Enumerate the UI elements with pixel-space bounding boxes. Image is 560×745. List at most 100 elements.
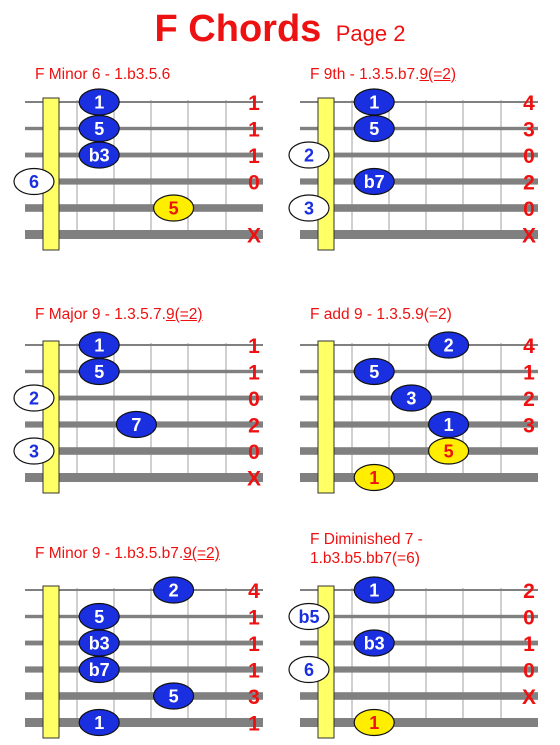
note-dot-label: 3 xyxy=(29,442,39,462)
finger-number: 4 xyxy=(248,580,260,603)
note-dot-shape xyxy=(153,576,195,604)
string-line xyxy=(25,101,263,103)
string-line xyxy=(300,614,538,619)
chord-name-line: F add 9 - 1.3.5.9(=2) xyxy=(310,305,452,324)
note-dot-label: 1 xyxy=(94,93,104,113)
string-line xyxy=(300,473,538,482)
note-dot: 6 xyxy=(288,655,330,684)
note-dot-shape xyxy=(13,167,55,196)
chord-name-line: F 9th - 1.3.5.b7.9(=2) xyxy=(310,65,456,84)
string-line xyxy=(300,178,538,185)
note-dot-label: b7 xyxy=(89,660,110,680)
note-dot: b7 xyxy=(353,167,395,196)
note-dot-shape xyxy=(428,331,470,359)
string-line xyxy=(300,718,538,727)
string-line xyxy=(25,718,263,727)
finger-number: 4 xyxy=(523,92,535,115)
string-line xyxy=(25,152,263,158)
finger-number: 1 xyxy=(248,607,260,630)
finger-number: 2 xyxy=(523,580,535,603)
chord-name-line: F Minor 6 - 1.b3.5.6 xyxy=(35,65,170,84)
note-dot-label: 2 xyxy=(304,146,314,166)
note-dot: 1 xyxy=(78,708,120,737)
note-dot-label: 5 xyxy=(169,687,179,707)
note-dot: 1 xyxy=(353,708,395,737)
note-dot: 3 xyxy=(390,384,432,412)
note-dot: 5 xyxy=(78,357,120,386)
note-dot: 5 xyxy=(353,357,395,386)
finger-number: 2 xyxy=(523,388,535,411)
note-dot-shape xyxy=(153,194,195,222)
string-line xyxy=(300,126,538,131)
chord-name-line: F Diminished 7 - xyxy=(310,530,423,549)
finger-number: 1 xyxy=(248,145,260,168)
finger-number: 0 xyxy=(248,172,260,195)
chord-name: F 9th - 1.3.5.b7.9(=2) xyxy=(310,65,456,84)
finger-number: X xyxy=(522,225,536,248)
note-dot: 5 xyxy=(78,114,120,143)
note-dot-label: b7 xyxy=(364,172,385,192)
string-line xyxy=(300,230,538,239)
finger-number: 0 xyxy=(523,198,535,221)
finger-number: 0 xyxy=(523,607,535,630)
note-dot: 2 xyxy=(288,141,330,169)
chord-name: F Diminished 7 -1.b3.b5.bb7(=6) xyxy=(310,530,423,568)
finger-number: 4 xyxy=(523,335,535,358)
finger-number: 0 xyxy=(248,388,260,411)
note-dot-label: 5 xyxy=(444,442,454,462)
finger-number: X xyxy=(247,225,261,248)
chord-name-line: F Minor 9 - 1.b3.5.b7.9(=2) xyxy=(35,544,220,563)
note-dot-label: 6 xyxy=(304,660,314,680)
finger-number: 3 xyxy=(523,119,535,142)
finger-number: 1 xyxy=(248,362,260,385)
string-line xyxy=(300,152,538,158)
chord-formula: F Minor 9 - 1.b3.5.b7. xyxy=(35,545,184,562)
note-dot: 5 xyxy=(353,114,395,143)
note-dot-label: 5 xyxy=(369,362,379,382)
finger-number: 1 xyxy=(248,713,260,736)
note-dot-shape xyxy=(288,602,330,631)
page-title: F Chords Page 2 xyxy=(0,8,560,51)
string-line xyxy=(25,692,263,700)
note-dot-label: 6 xyxy=(29,172,39,192)
note-dot-label: 1 xyxy=(369,468,379,488)
chord-name: F Minor 9 - 1.b3.5.b7.9(=2) xyxy=(35,544,220,563)
note-dot-label: 3 xyxy=(406,389,416,409)
finger-number: 1 xyxy=(248,335,260,358)
note-dot: 1 xyxy=(353,576,395,604)
note-dot: 5 xyxy=(153,682,195,710)
note-dot-label: 5 xyxy=(169,199,179,219)
note-dot-label: 2 xyxy=(444,336,454,356)
string-line xyxy=(25,230,263,239)
finger-number: 0 xyxy=(523,660,535,683)
string-line xyxy=(25,666,263,673)
note-dot: b5 xyxy=(288,602,330,631)
note-dot-label: 5 xyxy=(94,362,104,382)
note-dot-shape xyxy=(13,384,55,412)
finger-number: 1 xyxy=(248,92,260,115)
note-dot-shape xyxy=(353,463,395,492)
note-dot-label: 1 xyxy=(369,581,379,601)
note-dot-shape xyxy=(353,629,395,657)
note-dot-label: 2 xyxy=(29,389,39,409)
note-dot-label: 2 xyxy=(169,581,179,601)
string-line xyxy=(25,473,263,482)
note-dot-label: 3 xyxy=(304,199,314,219)
note-dot-label: 5 xyxy=(94,607,104,627)
chord-formula: F Major 9 - 1.3.5.7. xyxy=(35,306,166,323)
string-line xyxy=(25,344,263,346)
note-dot-label: 7 xyxy=(131,415,141,435)
string-line xyxy=(300,589,538,591)
string-line xyxy=(25,178,263,185)
note-dot-shape xyxy=(153,682,195,710)
string-line xyxy=(25,395,263,401)
nut xyxy=(42,585,60,739)
note-dot-shape xyxy=(78,655,120,684)
string-line xyxy=(300,101,538,103)
chord-formula: 1.b3.b5.bb7(=6) xyxy=(310,550,420,567)
note-dot-label: 5 xyxy=(369,119,379,139)
note-dot-shape xyxy=(288,194,330,222)
string-line xyxy=(25,369,263,374)
